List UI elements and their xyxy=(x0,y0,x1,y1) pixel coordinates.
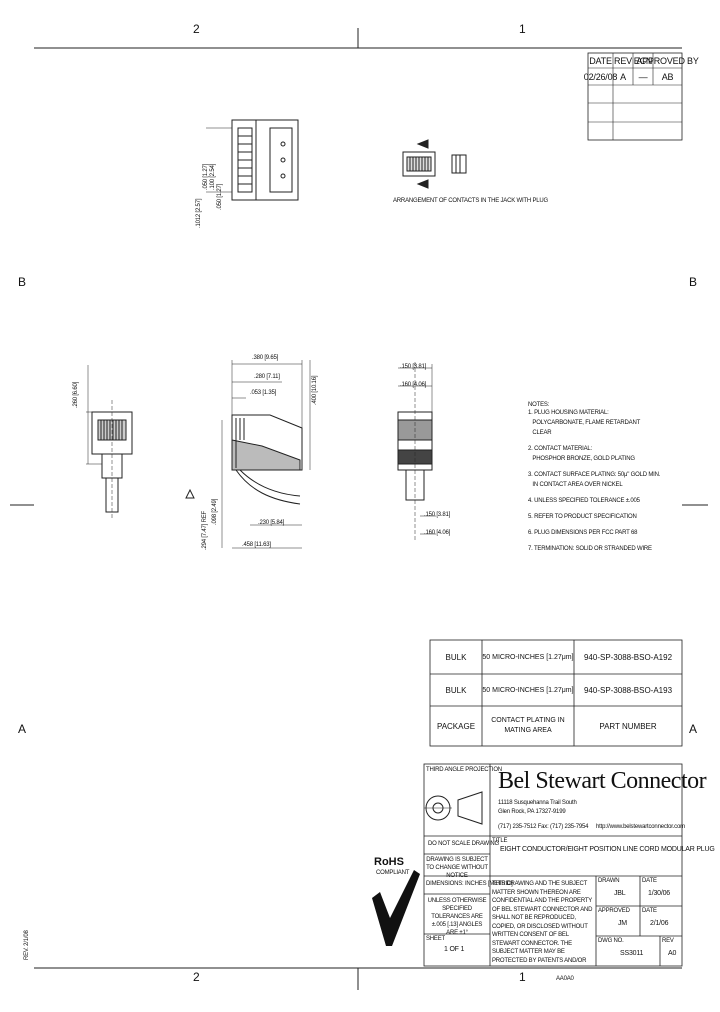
zone-bottom-2: 2 xyxy=(193,970,200,984)
parts-header-part: PART NUMBER xyxy=(599,721,657,731)
approved-label: APPROVED xyxy=(598,908,630,914)
rohs-label: RoHS xyxy=(374,856,404,868)
rev-row-ecn: — xyxy=(638,71,648,82)
projection-symbol xyxy=(424,791,483,825)
note-2b: PHOSPHOR BRONZE, GOLD PLATING xyxy=(528,456,635,462)
top-dim-1: .1012 [2.57] xyxy=(196,198,202,228)
side-dim-body: .280 [7.11] xyxy=(254,374,280,380)
dwg-value: SS3011 xyxy=(620,950,644,957)
note-3b: IN CONTACT AREA OVER NICKEL xyxy=(528,482,623,488)
company-website[interactable]: http://www.belstewartconnector.com xyxy=(596,824,685,830)
notes-block: NOTES: 1. PLUG HOUSING MATERIAL: POLYCAR… xyxy=(528,402,678,554)
top-dim-2: .050 [1.27] xyxy=(203,163,209,190)
revision-table-grid xyxy=(587,52,683,141)
tolerances-note: UNLESS OTHERWISE SPECIFIED TOLERANCES AR… xyxy=(427,898,487,936)
note-1b: POLYCARBONATE, FLAME RETARDANT xyxy=(528,420,641,426)
top-dim-3: .100 [2.54] xyxy=(210,163,216,190)
edge-revision: REV. 2/1/08 xyxy=(24,930,30,960)
note-1: 1. PLUG HOUSING MATERIAL: xyxy=(528,410,609,416)
note-2: 2. CONTACT MATERIAL: xyxy=(528,446,593,452)
date-value: 1/30/06 xyxy=(648,890,670,897)
company-address-2: Glen Rock, PA 17327-9199 xyxy=(498,809,566,815)
zone-bottom-1: 1 xyxy=(519,970,526,984)
note-4: 4. UNLESS SPECIFIED TOLERANCE ±.005 xyxy=(528,498,640,504)
size-code: AA0A0 xyxy=(556,976,574,982)
side-dim-cable: .230 [5.84] xyxy=(258,520,285,526)
parts-row2-package: BULK xyxy=(445,685,467,695)
rev-header-date: DATE xyxy=(589,55,612,66)
rohs-sub: COMPLIANT xyxy=(376,870,410,876)
note-6: 6. PLUG DIMENSIONS PER FCC PART 68 xyxy=(528,530,638,536)
parts-row1-part: 940-SP-3088-BSO-A192 xyxy=(583,652,673,662)
rev-row-rev: A xyxy=(620,71,626,82)
zone-left-b: B xyxy=(18,275,27,289)
side-dim-length: .458 [11.63] xyxy=(242,542,271,548)
rev-header-ecn: ECN xyxy=(633,55,653,66)
date2-value: 2/1/06 xyxy=(650,920,669,927)
confidential-notice: THIS DRAWING AND THE SUBJECT MATTER SHOW… xyxy=(492,881,593,964)
note-1c: CLEAR xyxy=(528,430,552,436)
drawn-label: DRAWN xyxy=(598,878,620,884)
parts-row1-package: BULK xyxy=(445,652,467,662)
top-dim-4: .050 [1.27] xyxy=(217,183,223,210)
top-view-plug xyxy=(206,119,299,201)
rev-label: REV xyxy=(662,938,674,944)
zone-left-a: A xyxy=(18,722,27,736)
side-dim-overall: .380 [9.65] xyxy=(252,355,279,361)
rev-row-date: 02/26/08 xyxy=(583,71,618,82)
drawing-subject: DRAWING IS SUBJECT TO CHANGE WITHOUT NOT… xyxy=(426,857,488,879)
company-address-1: 11118 Susquehanna Trail South xyxy=(498,800,577,806)
front-view-plug xyxy=(86,365,133,520)
do-not-scale: DO NOT SCALE DRAWING xyxy=(428,841,500,847)
zone-top-1: 1 xyxy=(519,22,526,36)
end-view-plug xyxy=(397,362,436,540)
date2-label: DATE xyxy=(642,908,657,914)
title-label: TITLE xyxy=(492,838,508,844)
end-dim-2: .160 [4.06] xyxy=(400,382,427,388)
note-5: 5. REFER TO PRODUCT SPECIFICATION xyxy=(528,514,637,520)
drawing-title: EIGHT CONDUCTOR/EIGHT POSITION LINE CORD… xyxy=(500,846,715,853)
drawn-value: JBL xyxy=(614,890,626,897)
approved-value: JM xyxy=(618,920,627,927)
date-label: DATE xyxy=(642,878,657,884)
end-dim-4: .160 [4.06] xyxy=(424,530,451,536)
parts-header-package: PACKAGE xyxy=(436,721,476,731)
rev-row-approved: AB xyxy=(661,71,674,82)
notes-title: NOTES: xyxy=(528,402,550,408)
contact-arrangement-figure xyxy=(402,139,467,189)
projection-label: THIRD ANGLE PROJECTION xyxy=(426,767,502,773)
zone-right-a: A xyxy=(689,722,698,736)
company-phone: (717) 235-7512 Fax: (717) 235-7954 xyxy=(498,824,589,830)
zone-top-2: 2 xyxy=(193,22,200,36)
dwg-label: DWG NO. xyxy=(598,938,624,944)
note-3: 3. CONTACT SURFACE PLATING: 50μ" GOLD MI… xyxy=(528,472,661,478)
note-7: 7. TERMINATION: SOLID OR STRANDED WIRE xyxy=(528,546,652,552)
side-view-plug xyxy=(185,360,311,549)
company-name: Bel Stewart Connector xyxy=(498,768,707,794)
rev-header-rev: REV xyxy=(614,55,632,66)
parts-row2-contact: 50 MICRO-INCHES [1.27μm] xyxy=(482,686,574,694)
parts-table-grid xyxy=(429,639,683,747)
dimensions-note: DIMENSIONS: INCHES [METRIC] xyxy=(426,881,513,887)
zone-right-b: B xyxy=(689,275,698,289)
end-dim-3: .150 [3.81] xyxy=(424,512,451,518)
side-dim-tab: .053 [1.35] xyxy=(250,390,277,396)
parts-row1-contact: 50 MICRO-INCHES [1.27μm] xyxy=(482,653,574,661)
side-dim-ref: .294 [7.47] REF xyxy=(202,510,208,550)
sheet-value: 1 OF 1 xyxy=(444,946,465,953)
rohs-checkmark xyxy=(372,870,420,946)
side-dim-latch: .098 [2.49] xyxy=(212,498,218,525)
parts-row2-part: 940-SP-3088-BSO-A193 xyxy=(583,685,673,695)
rev-value: A0 xyxy=(668,950,677,957)
side-dim-height: .400 [10.16] xyxy=(312,375,318,405)
end-dim-1: .150 [3.81] xyxy=(400,364,427,370)
arrangement-caption: ARRANGEMENT OF CONTACTS IN THE JACK WITH… xyxy=(393,198,549,204)
title-block-grid xyxy=(423,763,683,967)
parts-header-contact: CONTACT PLATING IN MATING AREA xyxy=(491,717,565,734)
rev-header-approved: APPROVED BY xyxy=(636,55,699,66)
front-dim-height: .260 [6.60] xyxy=(73,381,79,408)
sheet-label: SHEET xyxy=(426,936,446,942)
